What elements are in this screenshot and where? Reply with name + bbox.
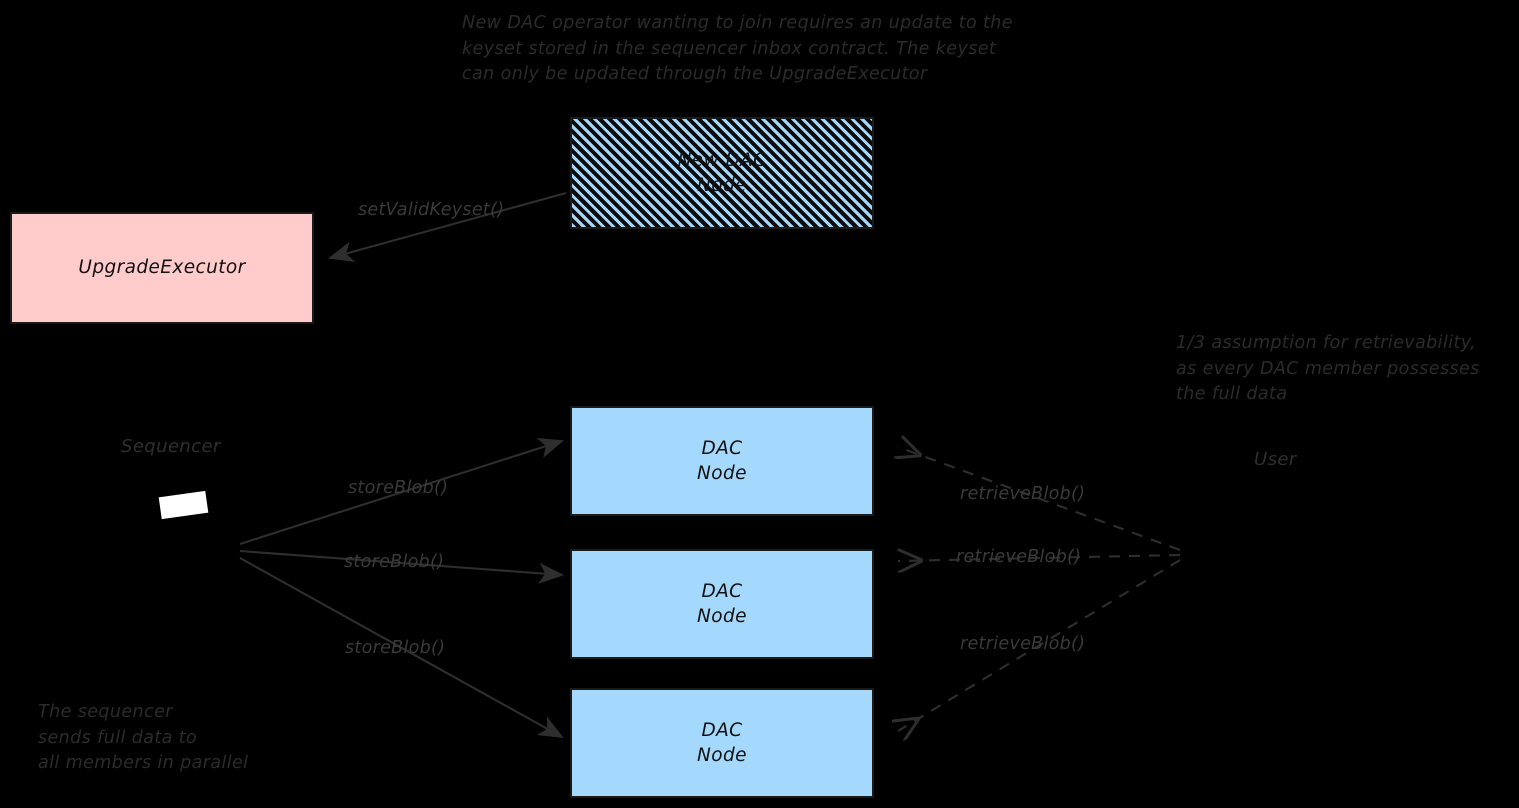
node-upgrade-executor-label: UpgradeExecutor bbox=[78, 257, 246, 279]
edge-retrieve-blob-2 bbox=[898, 555, 1181, 561]
edge-set-valid-keyset bbox=[327, 191, 567, 262]
edge-label-retrieve-blob-3: retrieveBlob() bbox=[960, 634, 1086, 654]
edge-retrieve-blob-3 bbox=[898, 559, 1181, 731]
node-new-dac-node[interactable]: New DAC Node bbox=[570, 117, 874, 229]
edge-label-store-blob-2: storeBlob() bbox=[344, 552, 445, 572]
edge-label-store-blob-1: storeBlob() bbox=[348, 478, 449, 498]
title-annotation: New DAC operator wanting to join require… bbox=[462, 13, 1013, 84]
edge-store-blob-2 bbox=[239, 549, 565, 584]
edge-label-retrieve-blob-2: retrieveBlob() bbox=[956, 547, 1082, 567]
node-dac-node-3[interactable]: DAC Node bbox=[570, 688, 874, 798]
actor-user-label: User bbox=[1254, 449, 1297, 470]
edge-label-store-blob-3: storeBlob() bbox=[345, 638, 446, 658]
edge-label-set-valid-keyset: setValidKeyset() bbox=[358, 200, 505, 220]
edge-retrieve-blob-1 bbox=[898, 447, 1181, 551]
node-dac-node-2-label: DAC Node bbox=[697, 580, 747, 628]
edge-store-blob-1 bbox=[239, 438, 565, 546]
node-upgrade-executor[interactable]: UpgradeExecutor bbox=[10, 212, 314, 324]
sequencer-annotation: The sequencer sends full data to all mem… bbox=[38, 702, 249, 773]
actor-sequencer-label: Sequencer bbox=[121, 436, 221, 457]
node-dac-node-1[interactable]: DAC Node bbox=[570, 406, 874, 516]
node-new-dac-node-label: New DAC Node bbox=[677, 149, 767, 197]
edge-label-retrieve-blob-1: retrieveBlob() bbox=[960, 484, 1086, 504]
node-dac-node-2[interactable]: DAC Node bbox=[570, 549, 874, 659]
retrievability-annotation: 1/3 assumption for retrievability, as ev… bbox=[1176, 333, 1480, 404]
node-dac-node-1-label: DAC Node bbox=[697, 437, 747, 485]
edge-store-blob-3 bbox=[239, 557, 564, 739]
node-dac-node-3-label: DAC Node bbox=[697, 719, 747, 767]
